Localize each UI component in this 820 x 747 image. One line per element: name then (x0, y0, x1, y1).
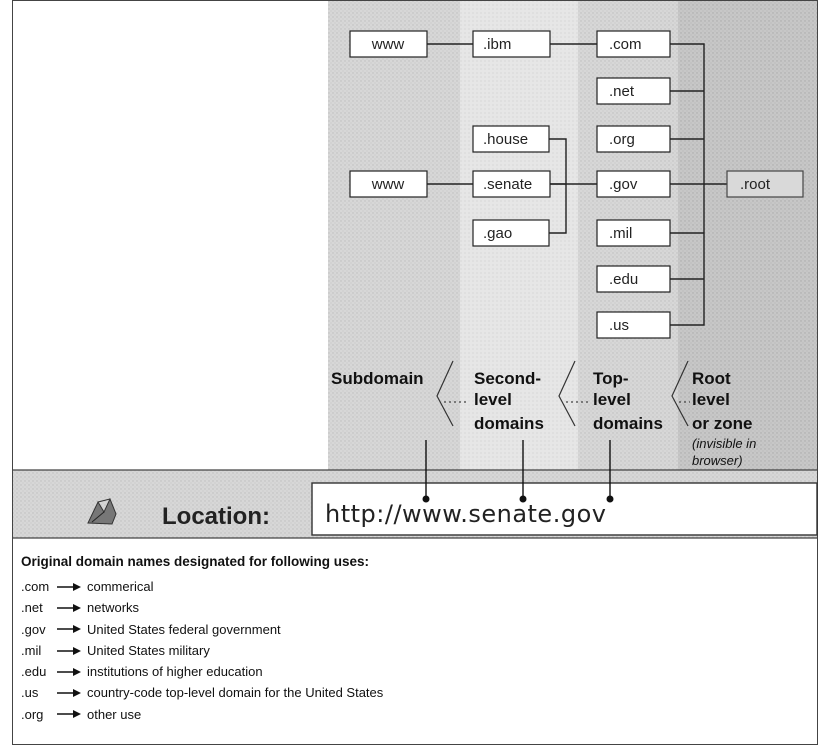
second-level-box: .gao (472, 219, 550, 247)
top-level-box: .org (596, 125, 671, 153)
top-level-box: .us (596, 311, 671, 339)
top-level-box: .com (596, 30, 671, 58)
url-pointer-dot (606, 495, 614, 503)
right-arrow-icon (57, 667, 81, 676)
right-arrow-icon (57, 603, 81, 612)
legend-row: .mil United States military (21, 640, 801, 661)
legend-row: .net networks (21, 597, 801, 618)
legend-title: Original domain names designated for fol… (21, 554, 370, 569)
domain-uses-legend: Original domain names designated for fol… (21, 554, 801, 725)
dns-hierarchy-diagram: www www .ibm .house .senate .gao .com .n… (13, 1, 818, 539)
top-level-box: .net (596, 77, 671, 105)
svg-text:www: www (371, 36, 405, 53)
root-note: browser) (692, 453, 743, 468)
svg-text:.org: .org (609, 131, 635, 148)
second-level-column-label: Second- (474, 369, 541, 388)
root-box: .root (726, 170, 804, 198)
subdomain-box: www (349, 30, 428, 58)
legend-description: country-code top-level domain for the Un… (87, 685, 384, 701)
top-level-column-label: domains (593, 414, 663, 433)
svg-text:.gov: .gov (609, 176, 638, 193)
svg-text:www: www (371, 176, 405, 193)
legend-row: .us country-code top-level domain for th… (21, 682, 801, 703)
svg-text:.senate: .senate (483, 176, 532, 193)
right-arrow-icon (57, 710, 81, 719)
root-column-label: or zone (692, 414, 752, 433)
legend-description: other use (87, 706, 142, 722)
url-field[interactable] (311, 482, 818, 536)
svg-text:.root: .root (740, 176, 771, 193)
second-level-box: .ibm (472, 30, 551, 58)
right-arrow-icon (57, 582, 81, 591)
band-subdomain (328, 1, 460, 470)
second-level-box: .senate (472, 170, 551, 198)
url-pointer-dot (519, 495, 527, 503)
top-level-column-label: level (593, 390, 631, 409)
navigator-icon (87, 497, 117, 525)
location-label: Location: (162, 503, 270, 530)
root-note: (invisible in (692, 436, 756, 451)
legend-code: .mil (21, 642, 42, 658)
legend-code: .gov (21, 621, 46, 637)
legend-row: .org other use (21, 704, 801, 725)
root-column-label: Root (692, 369, 731, 388)
legend-code: .com (21, 579, 50, 594)
legend-code: .org (21, 706, 44, 722)
chevron-separators (436, 360, 689, 427)
top-level-column-label: Top- (593, 369, 629, 388)
svg-text:.gao: .gao (483, 225, 512, 242)
svg-text:.mil: .mil (609, 225, 632, 242)
svg-text:.edu: .edu (609, 271, 638, 288)
svg-text:.com: .com (609, 36, 642, 53)
legend-code: .us (21, 685, 39, 701)
legend-row: .edu institutions of higher education (21, 661, 801, 682)
connectors (427, 43, 727, 326)
svg-text:.net: .net (609, 83, 635, 100)
subdomain-column-label: Subdomain (331, 369, 424, 388)
url-text: http://www.senate.gov (325, 500, 606, 528)
legend-row: .com commerical (21, 576, 801, 597)
second-level-column-label: domains (474, 414, 544, 433)
second-level-box: .house (472, 125, 550, 153)
top-level-box: .gov (596, 170, 671, 198)
legend-description: networks (87, 600, 140, 616)
top-level-box: .mil (596, 219, 671, 247)
svg-text:.us: .us (609, 317, 629, 334)
band-root (678, 1, 817, 470)
subdomain-box: www (349, 170, 428, 198)
legend-description: United States military (87, 642, 210, 658)
root-column-label: level (692, 390, 730, 409)
top-level-box: .edu (596, 265, 671, 293)
second-level-column-label: level (474, 390, 512, 409)
legend-code: .edu (21, 664, 47, 680)
legend-description: institutions of higher education (87, 664, 263, 680)
url-pointers (425, 440, 611, 499)
right-arrow-icon (57, 646, 81, 655)
svg-text:.ibm: .ibm (483, 36, 511, 53)
legend-description: United States federal government (87, 621, 281, 637)
right-arrow-icon (57, 625, 81, 634)
legend-code: .net (21, 600, 43, 616)
url-pointer-dot (422, 495, 430, 503)
legend-description: commerical (87, 579, 154, 594)
right-arrow-icon (57, 689, 81, 698)
svg-text:.house: .house (483, 131, 528, 148)
legend-row: .gov United States federal government (21, 619, 801, 640)
